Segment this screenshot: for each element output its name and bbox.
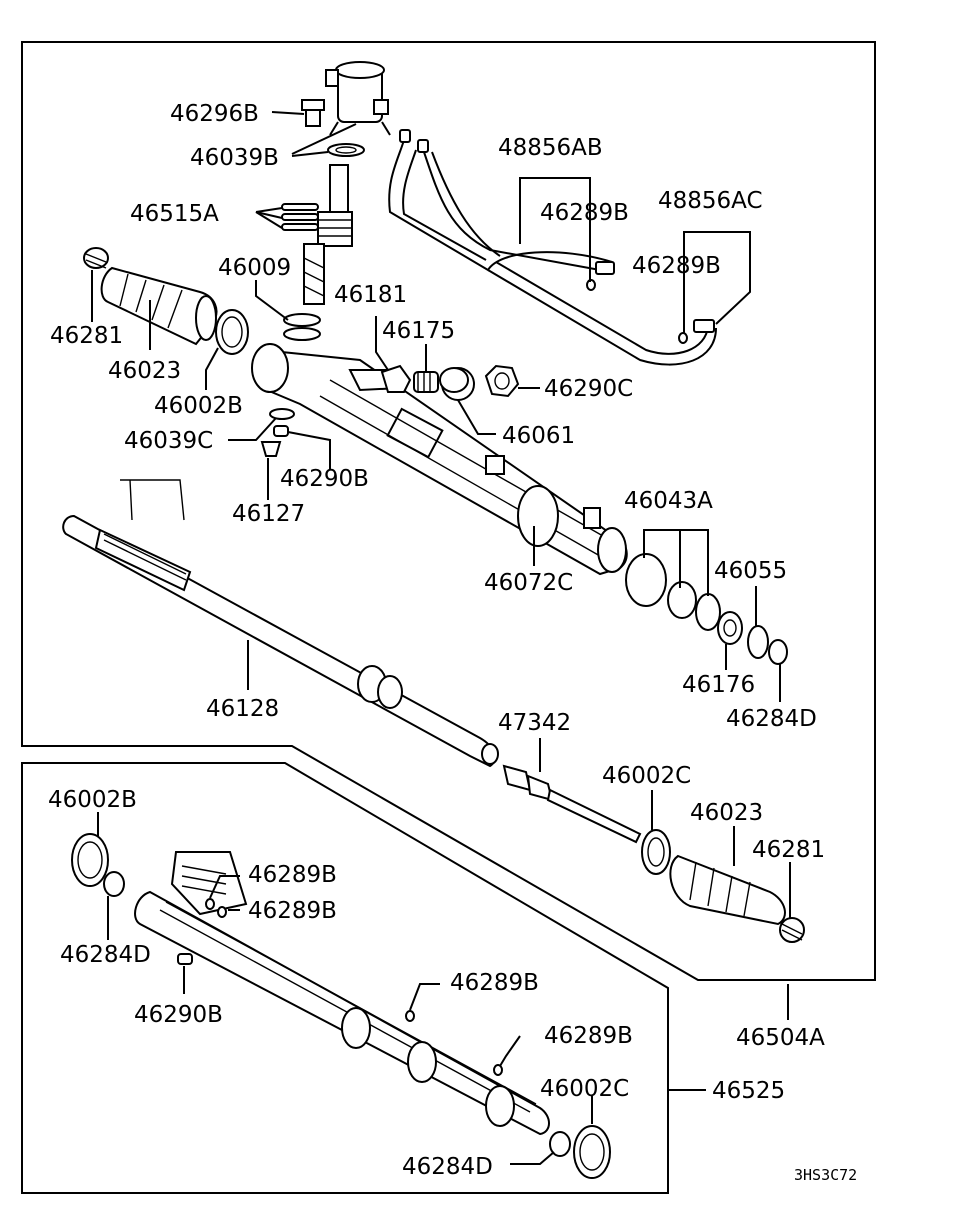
nipple-46290B-upper	[273, 425, 289, 437]
bolt-46296B	[301, 99, 325, 127]
ring-46284D-upper	[768, 639, 788, 665]
clip-46281-left	[83, 247, 109, 269]
nipple-46290B-lower	[177, 953, 193, 965]
label-46504A: 46504A	[736, 1025, 825, 1051]
pinion-valve-housing	[325, 61, 391, 136]
label-46128: 46128	[206, 696, 279, 722]
label-46023-lower: 46023	[690, 800, 763, 826]
o-ring-46289B-lower1	[205, 898, 215, 910]
cap-46127	[260, 441, 282, 457]
rack-46128	[62, 479, 499, 768]
o-ring-46289B-tube2	[678, 332, 688, 344]
locknut-46290C	[484, 364, 520, 398]
label-46289B-tube2: 46289B	[632, 253, 721, 279]
label-46289B-lower3: 46289B	[450, 970, 539, 996]
label-46002C-lower: 46002C	[540, 1076, 629, 1102]
label-46176: 46176	[682, 672, 755, 698]
seal-rings-46515A	[281, 203, 319, 231]
label-46289B-lower4: 46289B	[544, 1023, 633, 1049]
seal-46039B	[327, 143, 365, 157]
band-46002C-lower	[573, 1125, 611, 1179]
label-46061: 46061	[502, 423, 575, 449]
label-46002B-upper: 46002B	[154, 393, 243, 419]
label-46127: 46127	[232, 501, 305, 527]
label-46284D-lower-right: 46284D	[402, 1154, 493, 1180]
label-46002B-lower: 46002B	[48, 787, 137, 813]
label-46281-lower: 46281	[752, 837, 825, 863]
label-48856AB: 48856AB	[498, 135, 603, 161]
ring-46284D-lower-left	[103, 871, 125, 897]
diagram-code: 3HS3C72	[794, 1166, 857, 1184]
spring-46175	[413, 371, 439, 393]
o-ring-46289B-lower4	[493, 1064, 503, 1076]
tie-rod-47342	[502, 764, 642, 844]
label-46039C: 46039C	[124, 428, 213, 454]
label-46175: 46175	[382, 318, 455, 344]
washer-46176	[717, 611, 743, 645]
label-46290B-lower: 46290B	[134, 1002, 223, 1028]
label-46289B-tube1: 46289B	[540, 200, 629, 226]
dust-boot-46023-right	[669, 854, 786, 926]
label-46296B: 46296B	[170, 101, 259, 127]
label-46284D-lower-left: 46284D	[60, 942, 151, 968]
leader-lines	[91, 111, 791, 1165]
label-46002C-upper: 46002C	[602, 763, 691, 789]
label-46055: 46055	[714, 558, 787, 584]
o-ring-46289B-lower2	[217, 906, 227, 918]
rack-guide-46181	[380, 364, 412, 393]
label-46181: 46181	[334, 282, 407, 308]
label-46515A: 46515A	[130, 201, 219, 227]
snap-ring-46055	[747, 625, 769, 659]
bushing-46043A	[625, 553, 721, 631]
band-46002C-upper	[641, 829, 671, 875]
label-46281-upper: 46281	[50, 323, 123, 349]
label-46289B-lower1: 46289B	[248, 862, 337, 888]
label-46290C: 46290C	[544, 376, 633, 402]
band-46002B-lower	[71, 833, 109, 887]
label-48856AC: 48856AC	[658, 188, 763, 214]
band-46002B-upper	[215, 309, 249, 355]
label-46072C: 46072C	[484, 570, 573, 596]
label-46023-upper: 46023	[108, 358, 181, 384]
seal-46039C	[269, 408, 295, 420]
o-ring-46289B-lower3	[405, 1010, 415, 1022]
assembly-frame-46504A	[21, 41, 876, 981]
pressure-tubes	[388, 129, 717, 366]
label-46284D-upper: 46284D	[726, 706, 817, 732]
label-46289B-lower2: 46289B	[248, 898, 337, 924]
seal-46009	[283, 313, 321, 341]
gear-housing-lower	[134, 851, 550, 1136]
label-47342: 47342	[498, 710, 571, 736]
gear-housing-upper	[251, 343, 628, 576]
label-46525: 46525	[712, 1078, 785, 1104]
dust-boot-46023-left	[100, 266, 218, 346]
plug-46061	[439, 367, 475, 401]
ring-46284D-lower-right	[549, 1131, 571, 1157]
label-46043A: 46043A	[624, 488, 713, 514]
label-46290B-upper: 46290B	[280, 466, 369, 492]
clip-46281-right	[779, 917, 805, 943]
label-46039B: 46039B	[190, 145, 279, 171]
label-46009: 46009	[218, 255, 291, 281]
assembly-frame-46525	[21, 762, 669, 1194]
